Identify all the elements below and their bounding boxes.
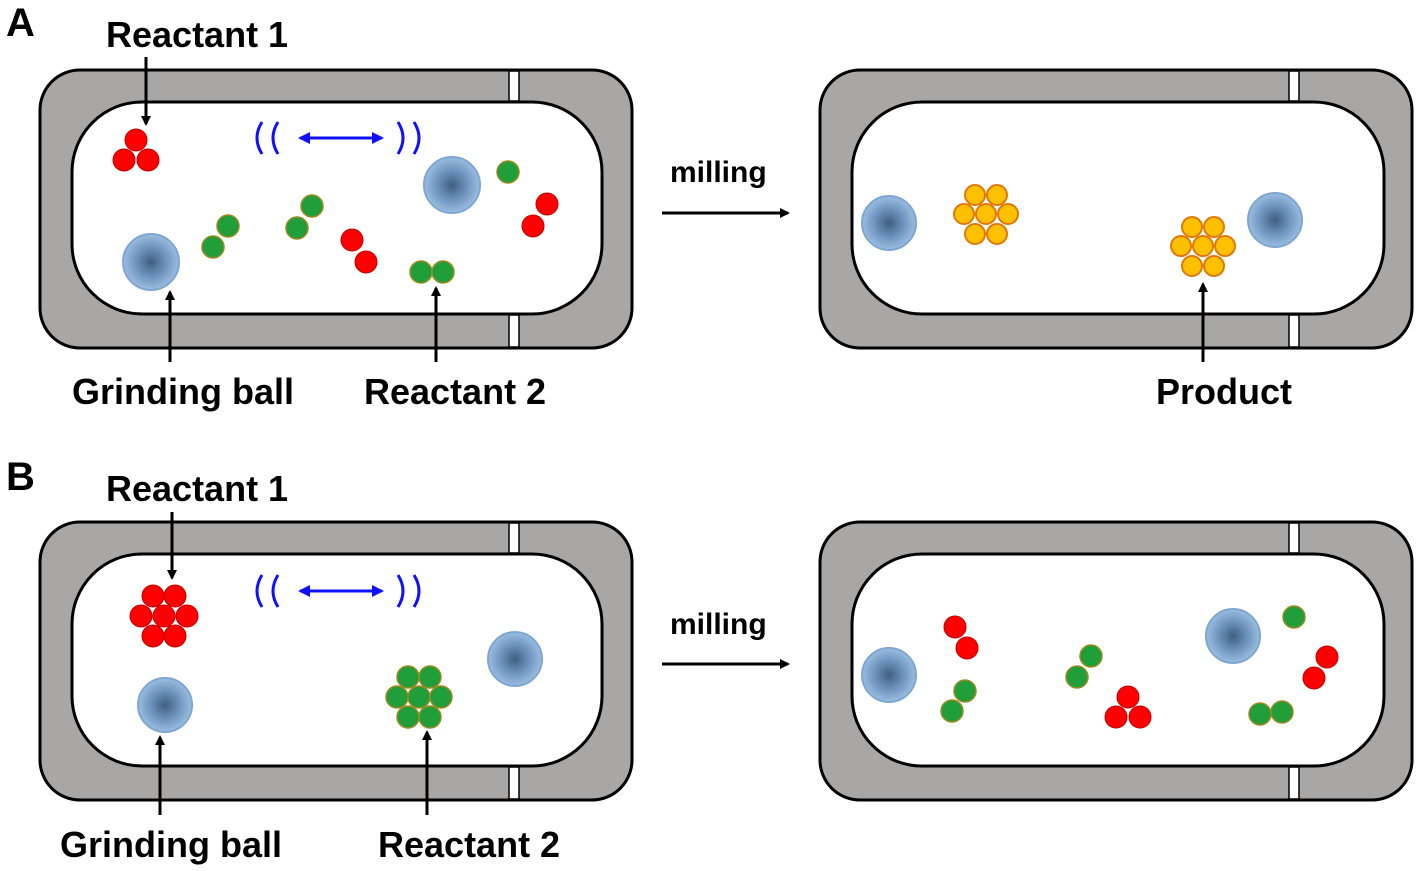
grinding-ball — [861, 195, 917, 251]
jar-cavity — [850, 100, 1386, 316]
vibration-indicator — [255, 574, 421, 608]
vibration-indicator — [255, 121, 421, 155]
jar-b-before — [38, 520, 634, 802]
reactant-1-cluster — [129, 584, 199, 648]
product-cluster — [953, 184, 1019, 245]
reactant-2-molecules — [201, 160, 520, 284]
jar-seam-top — [508, 70, 520, 102]
label-reactant-1: Reactant 1 — [106, 14, 288, 55]
label-grinding-ball: Grinding ball — [72, 371, 294, 412]
step-label-milling: milling — [670, 608, 767, 641]
jar-seam-top — [1288, 522, 1300, 554]
jar-seam-top — [1288, 70, 1300, 102]
jar-a-before — [38, 68, 634, 350]
panel-letter-b: B — [6, 455, 35, 499]
jar-seam-bottom — [508, 314, 520, 348]
jar-seam-bottom — [1288, 314, 1300, 348]
grinding-ball — [122, 233, 180, 291]
label-reactant-2: Reactant 2 — [378, 824, 560, 865]
step-label-milling: milling — [670, 156, 767, 189]
jar-cavity — [850, 552, 1386, 768]
reactant-2-molecules — [940, 605, 1306, 726]
jar-cavity — [70, 100, 604, 316]
jar-a-after — [818, 68, 1414, 350]
grinding-ball — [137, 677, 193, 733]
label-reactant-1: Reactant 1 — [106, 468, 288, 509]
label-product: Product — [1156, 371, 1292, 412]
jar-seam-top — [508, 522, 520, 554]
grinding-ball — [861, 647, 917, 703]
jar-cavity — [70, 552, 604, 768]
product-cluster — [1170, 216, 1236, 277]
grinding-ball — [1247, 192, 1303, 248]
panel-b: B Reactant 1 Grindin — [6, 455, 1414, 865]
reactant-2-cluster — [385, 665, 453, 729]
grinding-ball — [423, 156, 481, 214]
label-reactant-2: Reactant 2 — [364, 371, 546, 412]
jar-seam-bottom — [1288, 766, 1300, 800]
reactant-1-molecules — [943, 615, 1339, 729]
reactant-1-molecules — [112, 128, 559, 274]
panel-a: A — [6, 1, 1414, 412]
grinding-ball — [487, 631, 543, 687]
label-grinding-ball: Grinding ball — [60, 824, 282, 865]
jar-seam-bottom — [508, 766, 520, 800]
panel-letter-a: A — [6, 1, 35, 45]
grinding-ball — [1205, 608, 1261, 664]
